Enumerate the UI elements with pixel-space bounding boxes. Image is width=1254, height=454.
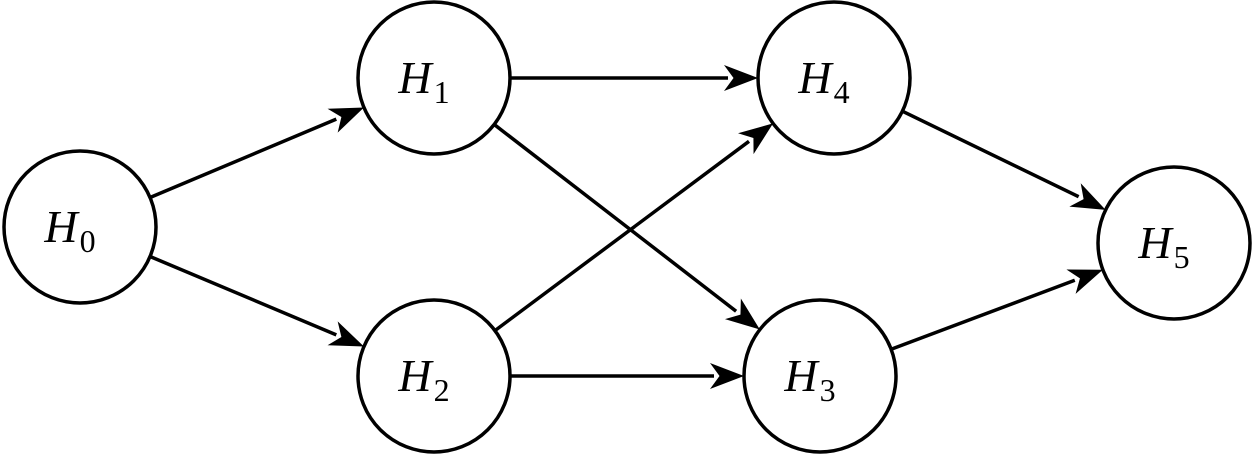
edge-h2-h3 xyxy=(510,363,744,389)
edges-layer xyxy=(149,65,1106,389)
node-h2: H2 xyxy=(356,298,512,454)
edge-line xyxy=(493,123,738,313)
node-subscript: 2 xyxy=(434,372,450,408)
arrowhead xyxy=(738,123,774,155)
edge-h1-h4 xyxy=(510,65,758,91)
node-label: H4 xyxy=(797,52,849,110)
node-label: H0 xyxy=(43,201,95,259)
node-letter: H xyxy=(397,350,434,401)
node-circle xyxy=(742,298,898,454)
edge-line xyxy=(901,109,1080,199)
node-label: H5 xyxy=(1137,217,1189,275)
edge-h1-h3 xyxy=(493,123,760,330)
edge-line xyxy=(149,254,337,337)
edge-h3-h5 xyxy=(890,269,1103,351)
arrowhead xyxy=(327,321,364,347)
node-h0: H0 xyxy=(2,149,158,305)
edge-line xyxy=(890,278,1076,351)
node-label: H1 xyxy=(397,52,449,110)
edge-h0-h1 xyxy=(149,107,364,200)
arrowhead xyxy=(710,363,744,389)
arrowhead xyxy=(327,107,364,133)
node-circle xyxy=(2,149,158,305)
node-label: H3 xyxy=(783,350,835,408)
node-letter: H xyxy=(397,52,434,103)
arrowhead xyxy=(1066,269,1103,294)
node-h5: H5 xyxy=(1096,165,1252,321)
node-letter: H xyxy=(783,350,820,401)
edge-h2-h4 xyxy=(493,123,774,332)
arrowhead xyxy=(1069,183,1106,210)
node-letter: H xyxy=(1137,217,1174,268)
node-circle xyxy=(756,0,912,156)
node-subscript: 4 xyxy=(834,74,850,110)
node-h3: H3 xyxy=(742,298,898,454)
edge-line xyxy=(149,117,337,200)
edge-h0-h2 xyxy=(149,254,364,347)
edge-line xyxy=(493,139,751,332)
arrowhead xyxy=(724,298,760,330)
node-subscript: 3 xyxy=(820,372,836,408)
node-subscript: 0 xyxy=(80,223,96,259)
node-circle xyxy=(1096,165,1252,321)
node-letter: H xyxy=(797,52,834,103)
node-letter: H xyxy=(43,201,80,252)
node-circle xyxy=(356,0,512,156)
node-subscript: 5 xyxy=(1174,239,1190,275)
node-circle xyxy=(356,298,512,454)
node-subscript: 1 xyxy=(434,74,450,110)
node-label: H2 xyxy=(397,350,449,408)
node-h1: H1 xyxy=(356,0,512,156)
node-h4: H4 xyxy=(756,0,912,156)
arrowhead xyxy=(724,65,758,91)
edge-h4-h5 xyxy=(901,109,1106,210)
